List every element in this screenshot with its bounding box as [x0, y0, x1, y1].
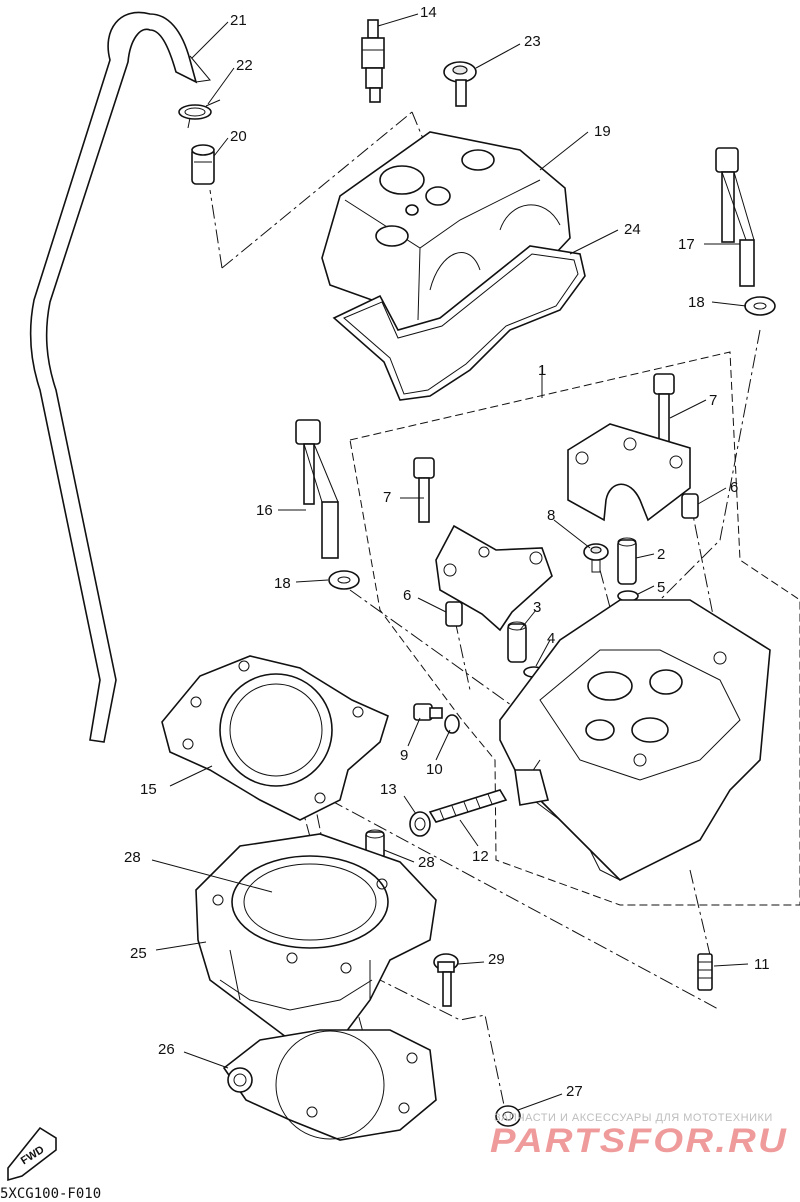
callout-18b: 18 [688, 294, 705, 311]
camshaft-cap-right [567, 423, 691, 522]
callout-25: 25 [130, 945, 147, 962]
callout-26: 26 [158, 1041, 175, 1058]
callout-27: 27 [566, 1083, 583, 1100]
small-bolt [413, 703, 443, 721]
small-washer [444, 714, 460, 734]
cylinder-head-assembly-frame [349, 351, 800, 906]
cover-gasket [332, 245, 586, 401]
cylinder-head [499, 599, 771, 881]
cylinder-bolt-long-right [715, 147, 755, 287]
callout-28a: 28 [124, 849, 141, 866]
dowel-pin-left [445, 601, 463, 627]
watermark-logo: PARTSFOR.RU [490, 1122, 788, 1160]
callout-11: 11 [754, 956, 770, 973]
callout-15: 15 [140, 781, 157, 798]
callout-10: 10 [426, 761, 443, 778]
callout-5: 5 [657, 579, 665, 596]
callout-4: 4 [547, 630, 555, 647]
callout-19: 19 [594, 123, 611, 140]
callout-9: 9 [400, 747, 408, 764]
washer-right [744, 296, 776, 316]
callout-29: 29 [488, 951, 505, 968]
callout-13: 13 [380, 781, 397, 798]
valve-guide [617, 537, 637, 585]
callout-12: 12 [472, 848, 489, 865]
callout-21: 21 [230, 12, 247, 29]
cylinder-nut [495, 1105, 521, 1127]
watermark: ЗАПЧАСТИ И АКСЕССУАРЫ ДЛЯ МОТОТЕХНИКИ PA… [490, 1112, 788, 1160]
cylinder-base-gasket [222, 1029, 437, 1141]
washer-left [328, 570, 360, 590]
callout-14: 14 [420, 4, 437, 21]
callout-1: 1 [538, 362, 546, 379]
diagram-reference-code: 5XCG100-F010 [0, 1186, 101, 1202]
cover-bolt-grommet [443, 61, 477, 107]
plug [583, 543, 609, 573]
cylinder [195, 833, 437, 1041]
callout-20: 20 [230, 128, 247, 145]
stud-lower-right [697, 953, 713, 991]
callout-18a: 18 [274, 575, 291, 592]
forward-arrow-icon: FWD [7, 1126, 57, 1182]
callout-labels: 1 2 3 4 5 6 6 7 7 8 9 10 11 12 13 14 15 … [124, 4, 770, 1100]
callout-7a: 7 [383, 489, 391, 506]
cap-bolt-lower [413, 457, 435, 523]
watermark-tagline: ЗАПЧАСТИ И АКСЕССУАРЫ ДЛЯ МОТОТЕХНИКИ [494, 1112, 773, 1124]
stud-bolt [428, 789, 508, 823]
callout-3: 3 [533, 599, 541, 616]
callout-28b: 28 [418, 854, 435, 871]
callout-8: 8 [547, 507, 555, 524]
callout-17: 17 [678, 236, 695, 253]
callout-16: 16 [256, 502, 273, 519]
cap-bolt-upper [653, 373, 675, 443]
callout-7b: 7 [709, 392, 717, 409]
hose-clip [178, 99, 221, 129]
cylinder-flange-bolt [433, 953, 459, 1007]
callout-6a: 6 [403, 587, 411, 604]
cylinder-bolt-long-left [295, 419, 339, 559]
valve-guide-lower [507, 621, 527, 663]
spark-plug [361, 19, 385, 103]
dowel-pin-right [681, 493, 699, 519]
callout-2: 2 [657, 546, 665, 563]
hose-joint [191, 144, 215, 185]
breather-hose [29, 11, 211, 743]
callout-6b: 6 [730, 479, 738, 496]
callout-23: 23 [524, 33, 541, 50]
cylinder-head-gasket [161, 655, 389, 821]
leader-lines [151, 13, 749, 1111]
flange-nut [409, 811, 431, 837]
callout-22: 22 [236, 57, 253, 74]
callout-24: 24 [624, 221, 641, 238]
